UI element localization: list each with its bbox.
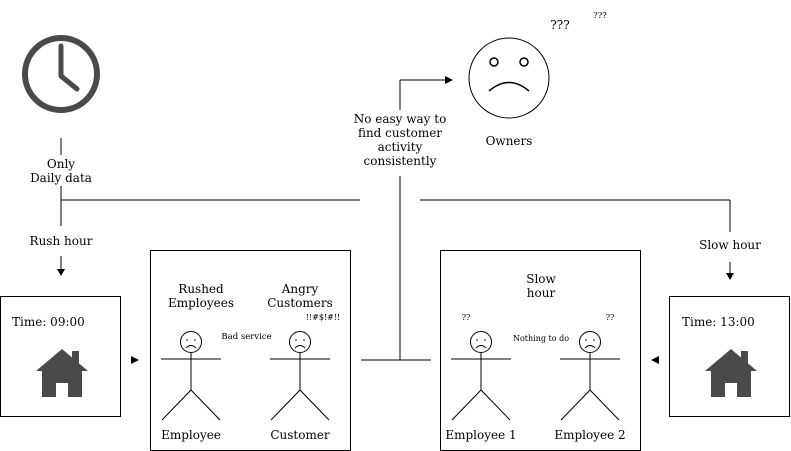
- owners-label: Owners: [485, 134, 533, 148]
- home-icon: [36, 349, 88, 397]
- left-question-marks: ??: [461, 313, 471, 322]
- home-icon: [705, 349, 757, 397]
- bad-service-label: Bad service: [214, 330, 279, 344]
- slow-hour-card: Time: 13:00: [669, 296, 790, 417]
- slow-box-arrowhead: [651, 356, 659, 364]
- owners-arrowhead: [445, 76, 453, 84]
- rush-time-label: Time: 09:00: [12, 315, 85, 329]
- confusion-large: ???: [550, 18, 570, 32]
- employee-2-stick-figure: [560, 331, 620, 421]
- nothing-to-do-label: Nothing to do: [505, 332, 577, 346]
- rush-hour-box: Rushed Employees Angry Customers !!#$!#!…: [150, 250, 351, 451]
- rushed-employees-title: Rushed Employees: [167, 282, 235, 310]
- rush-box-arrowhead: [131, 356, 139, 364]
- clock-icon: [22, 35, 100, 113]
- daily-data-label: Only Daily data: [30, 157, 92, 185]
- employee-label: Employee: [161, 428, 221, 442]
- angry-exclamation: !!#$!#!!: [305, 313, 341, 322]
- rush-hour-card: Time: 09:00: [0, 296, 121, 417]
- sad-face-icon: [468, 37, 550, 119]
- employee-1-stick-figure: [451, 331, 511, 421]
- slow-time-label: Time: 13:00: [682, 315, 755, 329]
- slow-hour-box: Slow hour ?? ?? Nothing to do Employee 1…: [440, 250, 641, 451]
- customer-stick-figure: [270, 331, 330, 421]
- employee-2-label: Employee 2: [554, 428, 626, 442]
- slow-hour-title: Slow hour: [526, 272, 556, 300]
- center-note: No easy way to find customer activity co…: [353, 112, 447, 168]
- slow-hour-label: Slow hour: [699, 238, 761, 252]
- confusion-small: ???: [593, 11, 607, 21]
- employee-stick-figure: [161, 331, 221, 421]
- customer-label: Customer: [270, 428, 330, 442]
- angry-customers-title: Angry Customers: [267, 282, 333, 310]
- slow-hour-arrowhead: [726, 273, 734, 280]
- rush-hour-label: Rush hour: [29, 234, 93, 248]
- right-question-marks: ??: [605, 313, 615, 322]
- employee-1-label: Employee 1: [445, 428, 517, 442]
- rush-hour-arrowhead: [57, 269, 65, 276]
